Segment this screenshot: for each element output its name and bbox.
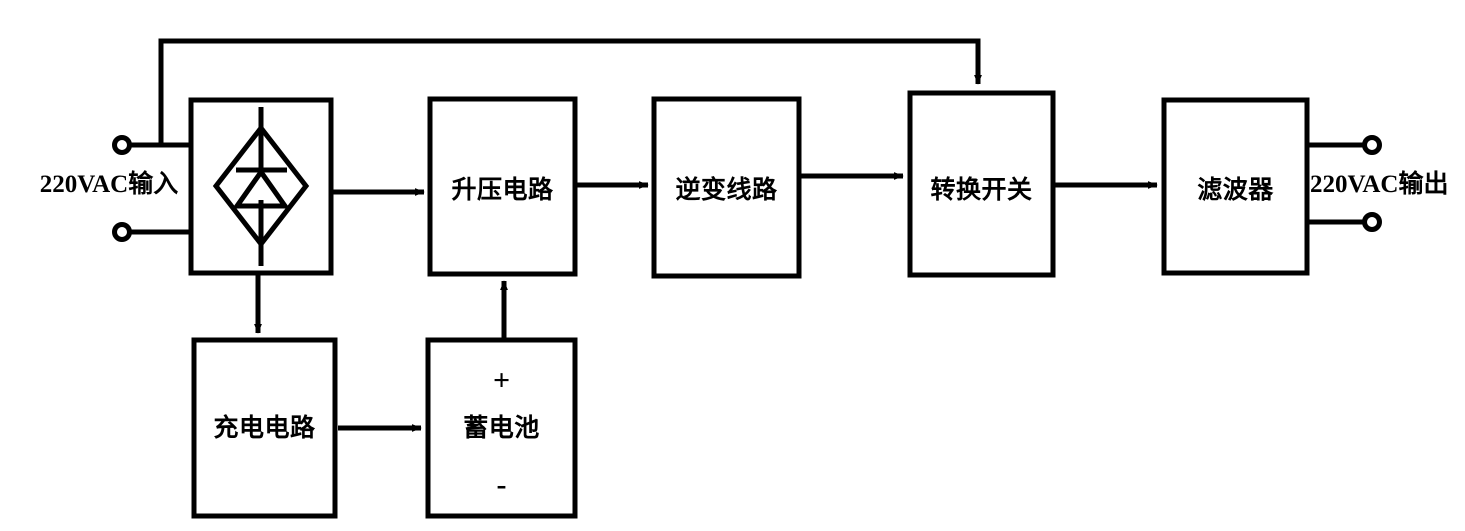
- block-charger[interactable]: [191, 337, 338, 519]
- flow-arrows: [254, 172, 1158, 432]
- block-boost[interactable]: [427, 96, 578, 277]
- block-inverter[interactable]: [651, 96, 802, 279]
- output-terminal-bottom: [1362, 212, 1382, 232]
- block-filter[interactable]: [1161, 97, 1310, 276]
- bridge-rectifier-symbol: [212, 107, 310, 266]
- bypass-line: [158, 38, 982, 145]
- input-terminal-top: [112, 135, 132, 155]
- block-rectifier[interactable]: [188, 97, 334, 276]
- block-battery[interactable]: [425, 337, 578, 519]
- output-wiring: [1307, 135, 1382, 232]
- block-transfer-switch[interactable]: [907, 90, 1056, 278]
- input-wiring: [112, 135, 192, 242]
- input-terminal-bottom: [112, 222, 132, 242]
- output-terminal-top: [1362, 135, 1382, 155]
